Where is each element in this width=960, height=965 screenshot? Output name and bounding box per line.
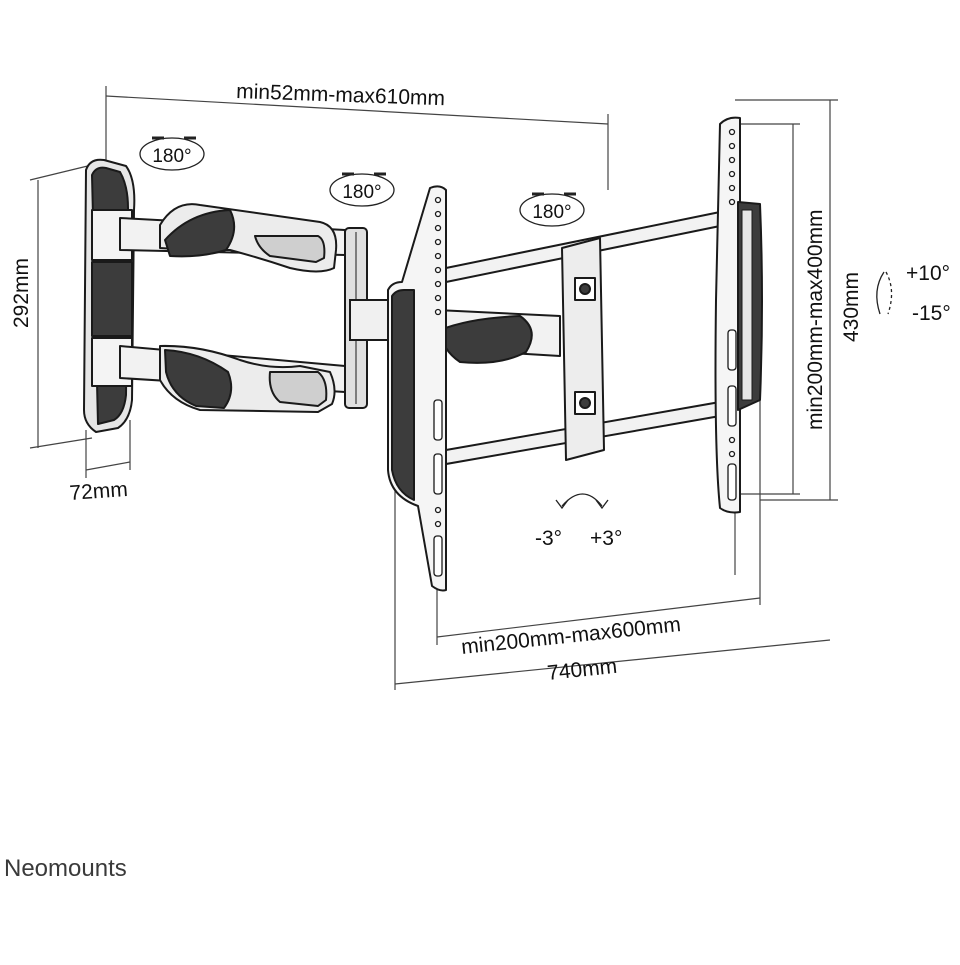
total-width-dim-line — [394, 639, 831, 685]
rotation-ellipse-icon — [329, 173, 395, 207]
rotation-ellipse-icon — [519, 193, 585, 227]
vesa-width-label: min200mm-max600mm — [460, 613, 682, 659]
roll-left-label: -3° — [535, 527, 562, 550]
left-vesa-rail — [387, 185, 447, 592]
rotation-label-head: 180° — [532, 202, 571, 223]
total-height-label: 430mm — [840, 272, 863, 342]
tilt-down-label: -15° — [912, 302, 951, 325]
total-width-label: 740mm — [546, 655, 618, 685]
rotation-label-mid: 180° — [342, 182, 381, 203]
tilt-block — [561, 237, 605, 461]
roll-right-label: +3° — [590, 527, 622, 550]
right-rail-holes — [727, 128, 737, 501]
wall-plate — [83, 158, 136, 433]
plate-height-label: 292mm — [10, 258, 33, 328]
rotation-label-wall: 180° — [152, 146, 191, 167]
rotation-ellipse-icon — [139, 137, 205, 171]
depth-dim-line — [85, 461, 131, 471]
lower-arm — [119, 344, 346, 413]
tilt-up-label: +10° — [906, 262, 950, 285]
tilt-indicator: +10° -15° — [876, 262, 951, 325]
vesa-width-dim-line — [436, 597, 761, 638]
upper-arm — [119, 203, 346, 273]
rotation-mid-pivot: 180° — [329, 172, 395, 207]
depth-label: 72mm — [69, 478, 129, 505]
rotation-wall-pivot: 180° — [139, 136, 205, 171]
left-rail-holes — [433, 196, 443, 577]
extension-dim-line — [105, 95, 609, 125]
rotation-head-pivot: 180° — [519, 192, 585, 227]
dimension-lines — [29, 86, 838, 690]
right-vesa-rail — [714, 116, 763, 514]
tilt-arrow-icon — [876, 271, 885, 315]
vesa-height-label: min200mm-max400mm — [804, 209, 827, 430]
roll-indicator: -3° +3° — [535, 493, 622, 550]
brand-logo: Neomounts — [4, 855, 127, 882]
extension-label: min52mm-max610mm — [236, 80, 446, 110]
